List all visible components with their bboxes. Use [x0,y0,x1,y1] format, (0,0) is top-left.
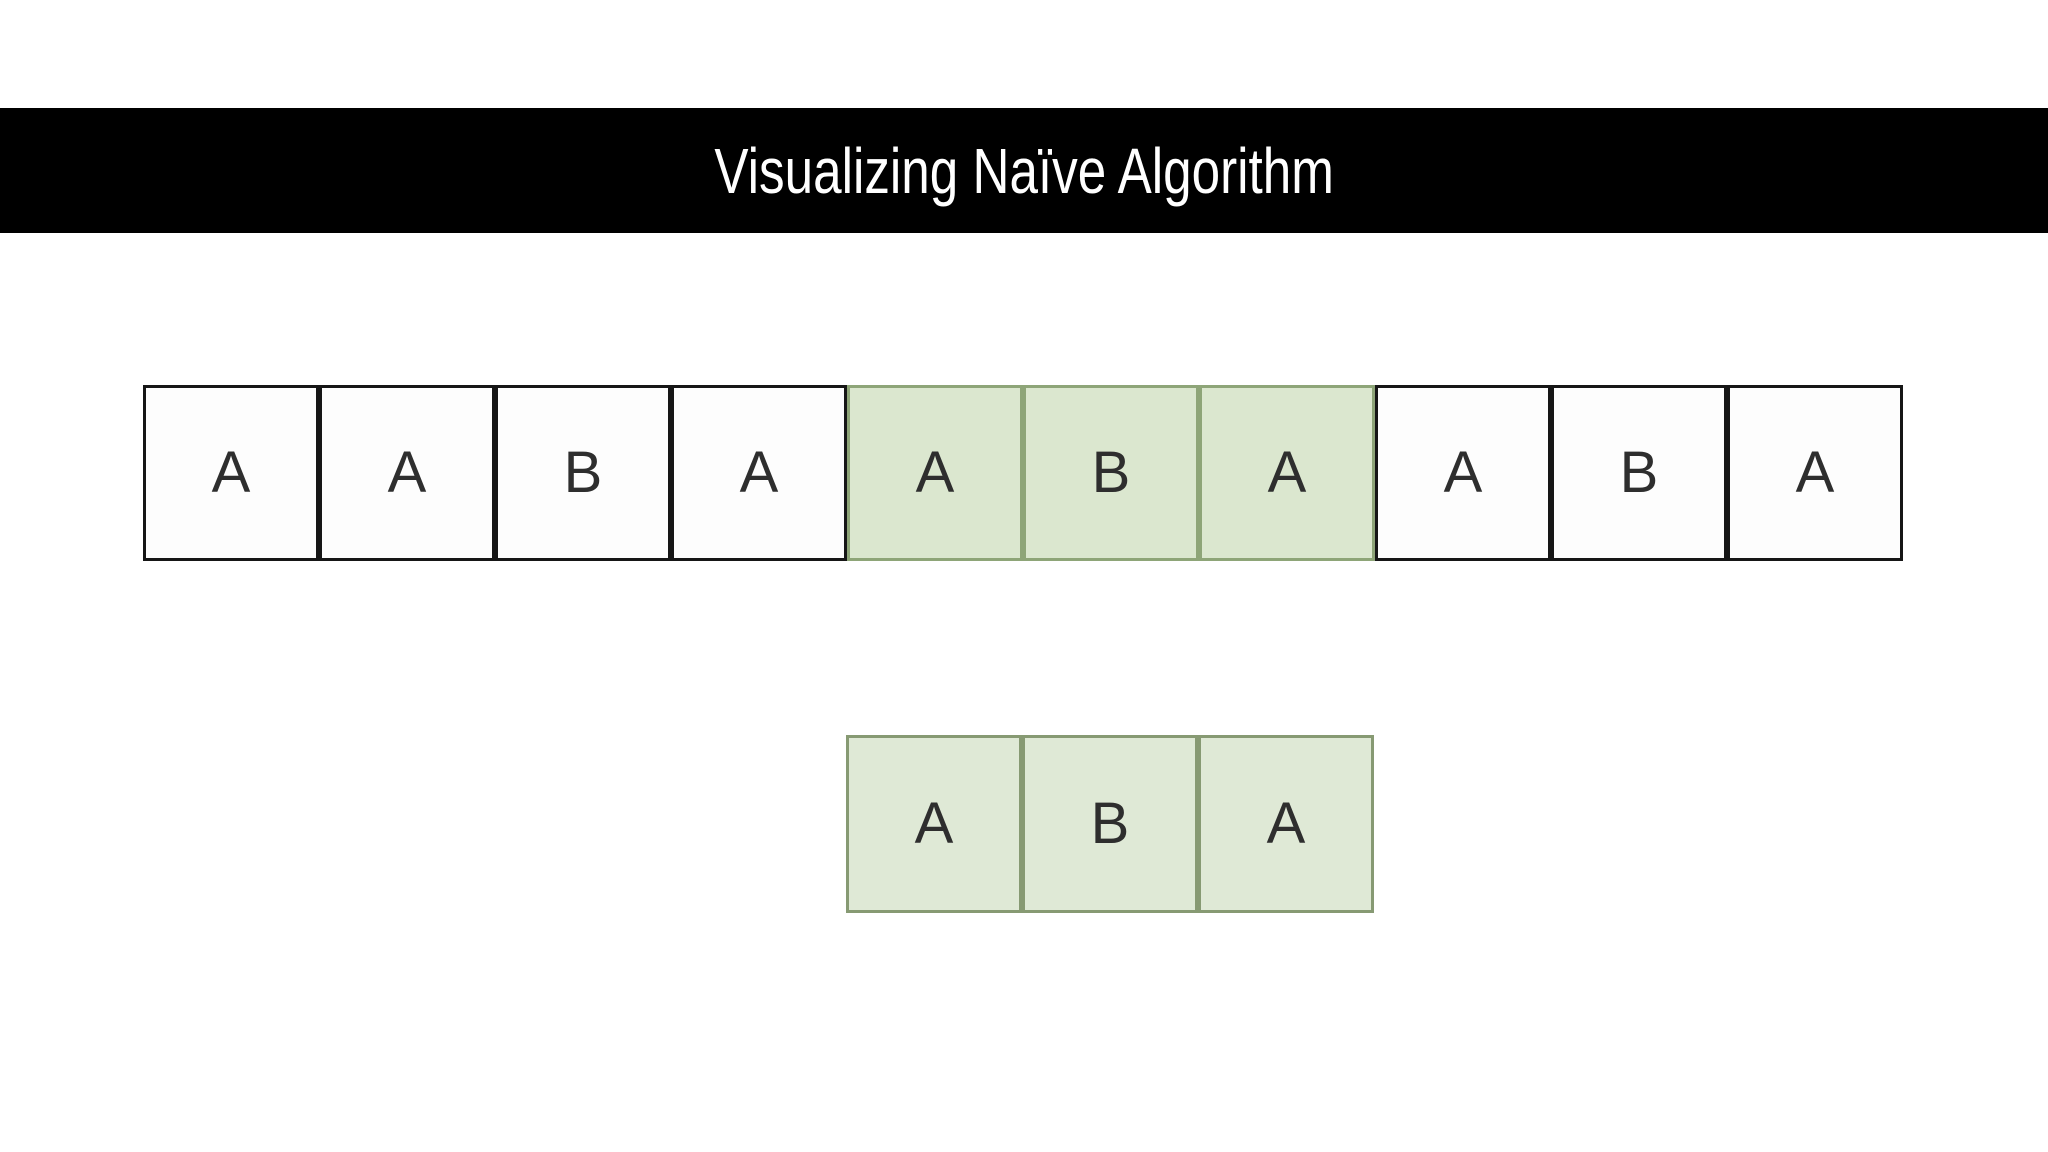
text-cell: A [1727,385,1903,561]
cell-letter: A [915,440,955,505]
text-cell: A [143,385,319,561]
cell-letter: B [1619,440,1659,505]
text-cell: B [495,385,671,561]
cell-letter: A [387,440,427,505]
cell-letter: A [1443,440,1483,505]
cell-letter: B [1090,791,1130,856]
cell-letter: A [1795,440,1835,505]
text-cell: A [847,385,1023,561]
cell-letter: A [211,440,251,505]
page-title: Visualizing Naïve Algorithm [714,134,1334,207]
pattern-cell: B [1022,735,1198,913]
pattern-cell: A [1198,735,1374,913]
text-cell: A [1375,385,1551,561]
text-cell: A [319,385,495,561]
cell-letter: A [1267,440,1307,505]
pattern-cell: A [846,735,1022,913]
cell-letter: A [1266,791,1306,856]
text-cell: A [671,385,847,561]
cell-letter: B [563,440,603,505]
title-bar: Visualizing Naïve Algorithm [0,108,2048,233]
cell-letter: A [739,440,779,505]
text-cell: B [1023,385,1199,561]
text-cell: A [1199,385,1375,561]
cell-letter: A [914,791,954,856]
text-cell: B [1551,385,1727,561]
cell-letter: B [1091,440,1131,505]
